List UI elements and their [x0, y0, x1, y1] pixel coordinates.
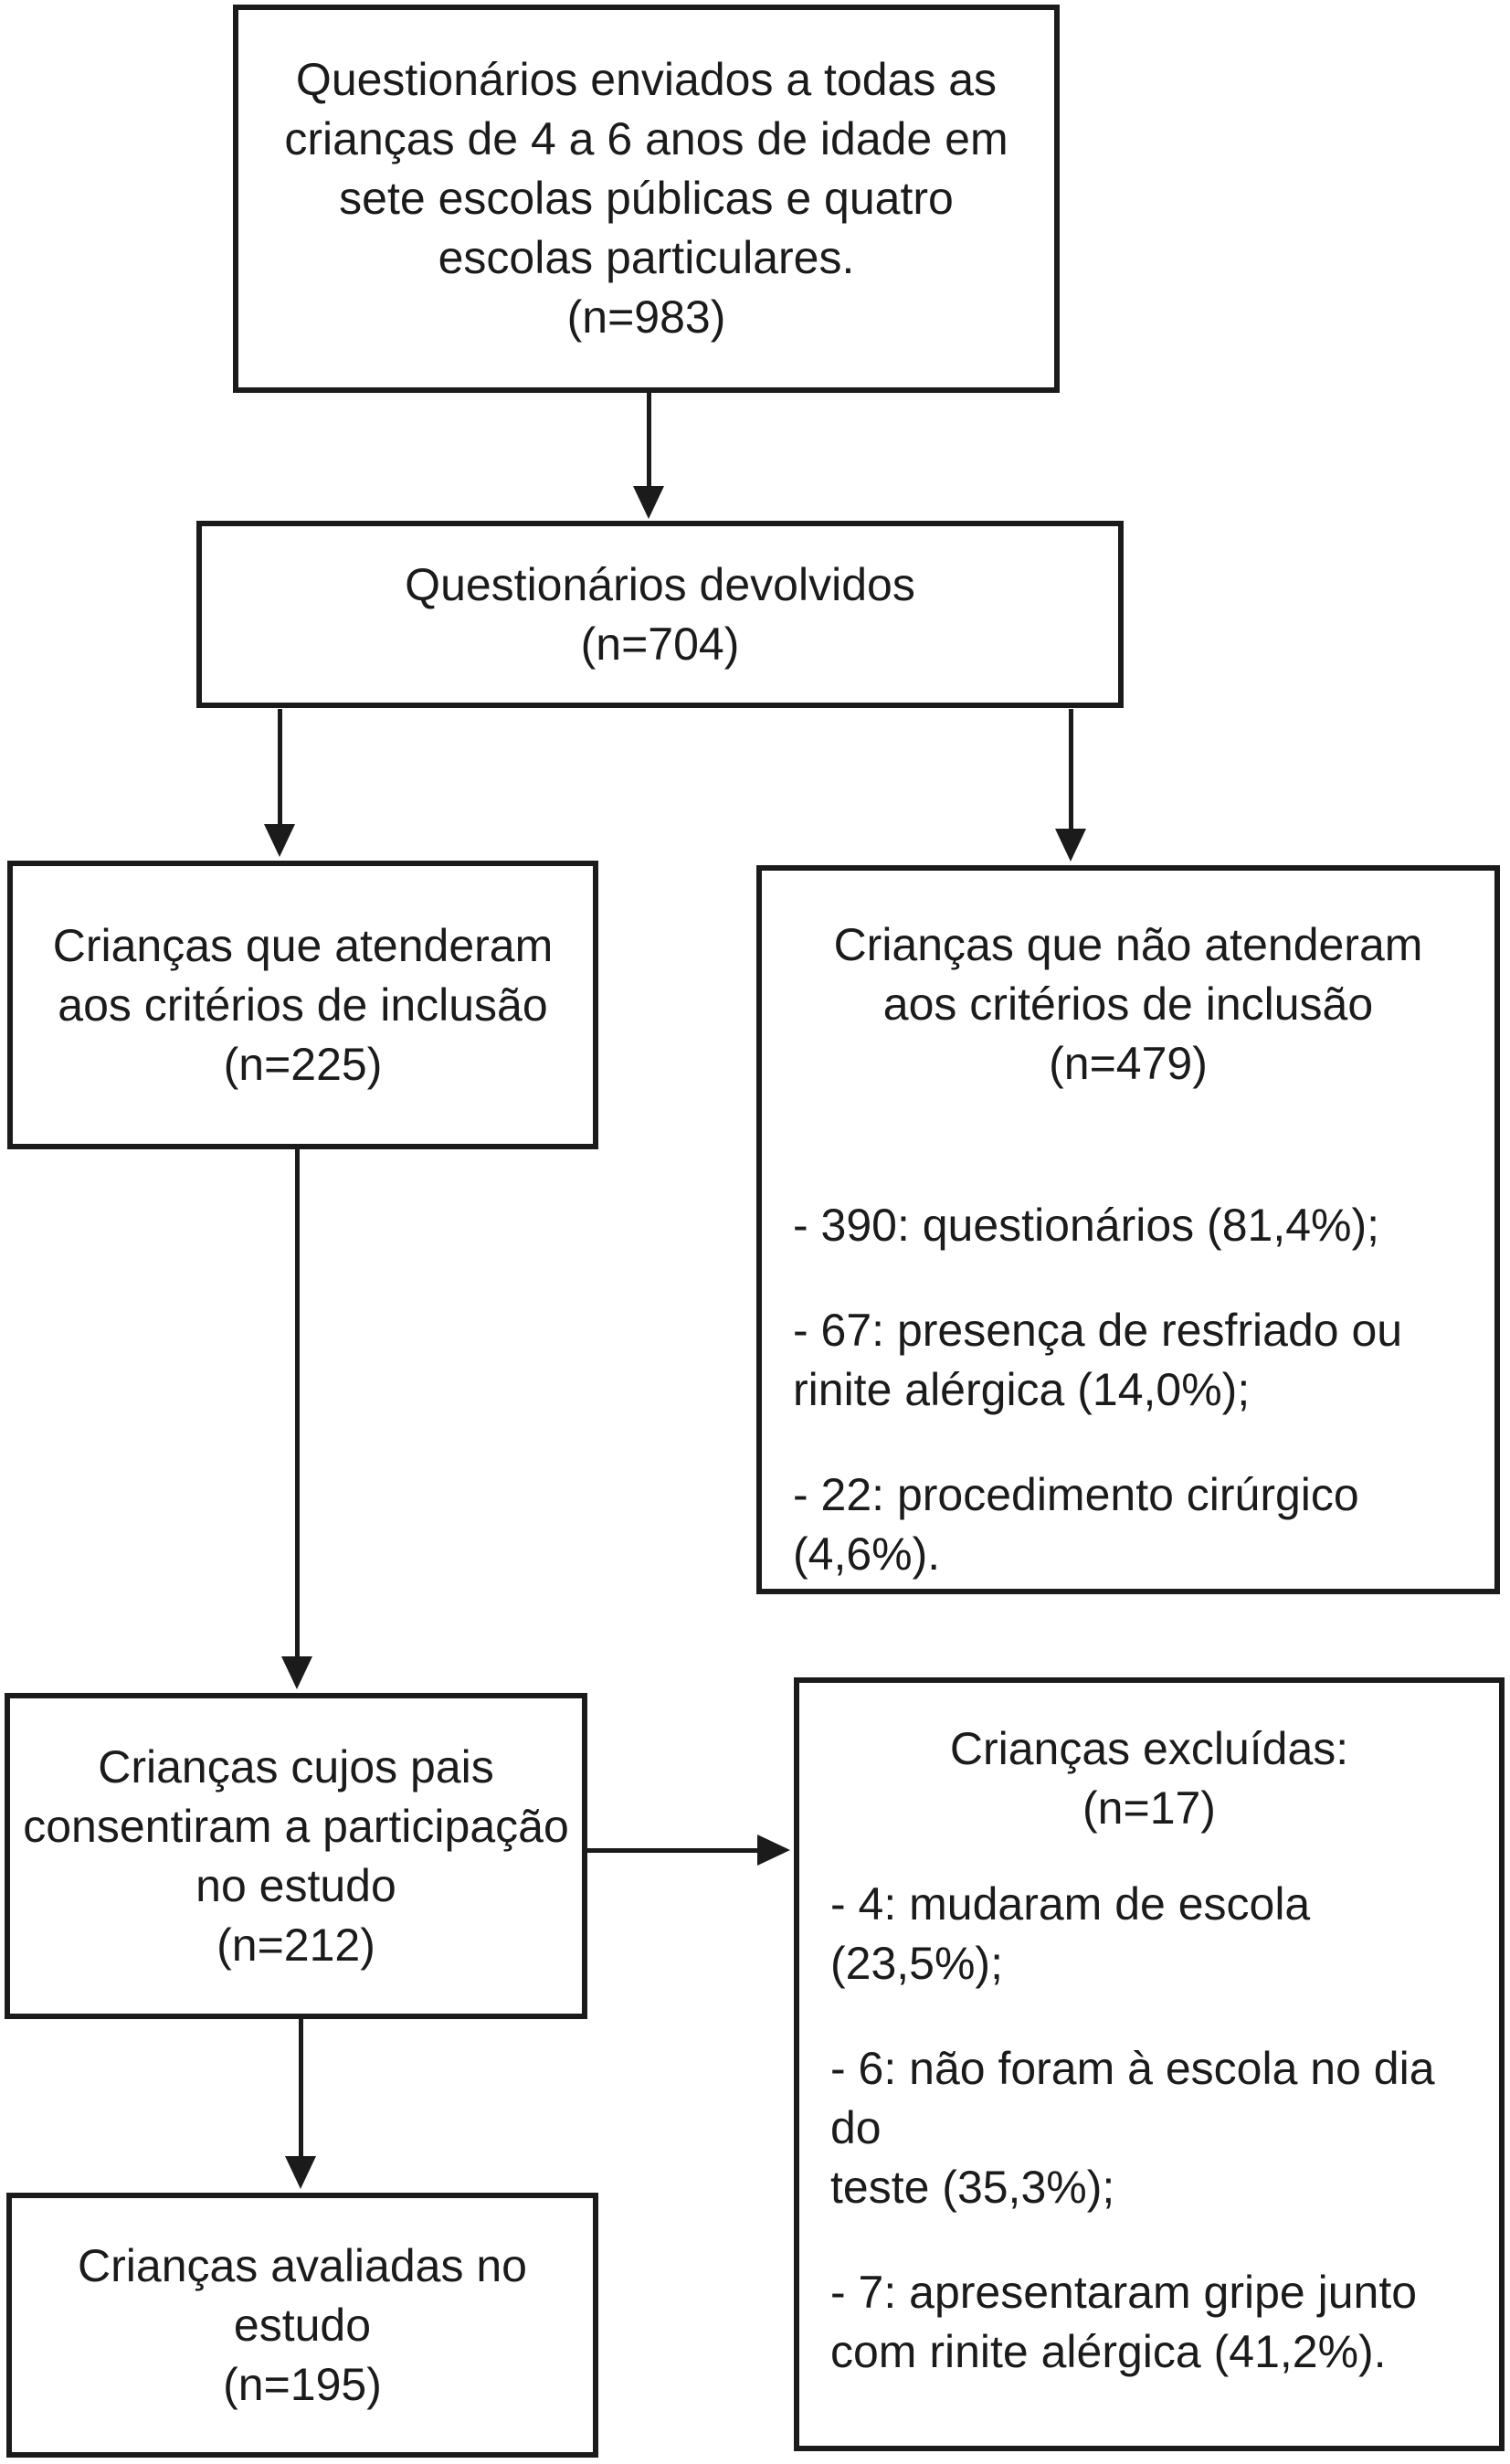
bullet-surgical-procedure: - 22: procedimento cirúrgico (4,6%).	[793, 1469, 1359, 1580]
box-not-met-criteria-count: (n=479)	[1049, 1038, 1208, 1089]
box-not-met-criteria: Crianças que não atenderam aos critérios…	[756, 865, 1500, 1594]
box-met-criteria-count: (n=225)	[223, 1038, 383, 1090]
arrow-consented-to-evaluated-head-icon	[285, 2156, 316, 2189]
box-excluded-text: Crianças excluídas:	[949, 1723, 1349, 1774]
box-questionnaires-sent: Questionários enviados a todas as crianç…	[233, 5, 1060, 393]
arrow-met-to-consented-head-icon	[281, 1656, 312, 1689]
bullet-cold-rhinitis: - 67: presença de resfriado ou rinite al…	[793, 1305, 1403, 1415]
bullet-absent-test-day: - 6: não foram à escola no dia do teste …	[830, 2043, 1435, 2213]
box-evaluated: Crianças avaliadas no estudo (n=195)	[6, 2193, 598, 2458]
bullet-questionnaires: - 390: questionários (81,4%);	[793, 1200, 1380, 1251]
box-questionnaires-returned: Questionários devolvidos (n=704)	[196, 521, 1124, 708]
arrow-sent-to-returned-line	[647, 393, 651, 486]
box-excluded: Crianças excluídas: (n=17) - 4: mudaram …	[794, 1677, 1505, 2451]
arrow-met-to-consented-line	[295, 1147, 300, 1658]
bullet-changed-school: - 4: mudaram de escola (23,5%);	[830, 1878, 1311, 1989]
box-parents-consented: Crianças cujos pais consentiram a partic…	[5, 1693, 587, 2019]
box-excluded-bullets: - 4: mudaram de escola (23,5%); - 6: não…	[799, 1838, 1499, 2382]
arrow-consented-to-excluded-line	[586, 1848, 759, 1853]
box-questionnaires-sent-count: (n=983)	[566, 291, 726, 343]
arrow-returned-to-notmet-head-icon	[1055, 829, 1086, 862]
box-met-criteria: Crianças que atenderam aos critérios de …	[7, 861, 598, 1149]
box-questionnaires-sent-text: Questionários enviados a todas as crianç…	[284, 54, 1008, 283]
bullet-flu-with-rhinitis: - 7: apresentaram gripe junto com rinite…	[830, 2267, 1418, 2377]
box-met-criteria-text: Crianças que atenderam aos critérios de …	[52, 919, 554, 1031]
arrow-consented-to-excluded-head-icon	[757, 1835, 790, 1866]
box-questionnaires-returned-text: Questionários devolvidos	[405, 558, 915, 610]
box-questionnaires-returned-count: (n=704)	[580, 618, 740, 670]
arrow-returned-to-met-head-icon	[264, 824, 295, 857]
arrow-consented-to-evaluated-line	[299, 2017, 303, 2158]
box-not-met-criteria-text: Crianças que não atenderam aos critérios…	[833, 919, 1423, 1030]
box-not-met-criteria-bullets: - 390: questionários (81,4%); - 67: pres…	[762, 1094, 1494, 1584]
box-excluded-count: (n=17)	[1082, 1782, 1216, 1834]
arrow-returned-to-notmet-line	[1069, 709, 1073, 830]
arrow-returned-to-met-line	[278, 709, 282, 826]
box-parents-consented-text: Crianças cujos pais consentiram a partic…	[23, 1740, 569, 1911]
arrow-sent-to-returned-head-icon	[633, 486, 664, 519]
box-parents-consented-count: (n=212)	[216, 1919, 375, 1971]
box-evaluated-count: (n=195)	[223, 2358, 382, 2410]
box-evaluated-text: Crianças avaliadas no estudo	[78, 2239, 527, 2351]
